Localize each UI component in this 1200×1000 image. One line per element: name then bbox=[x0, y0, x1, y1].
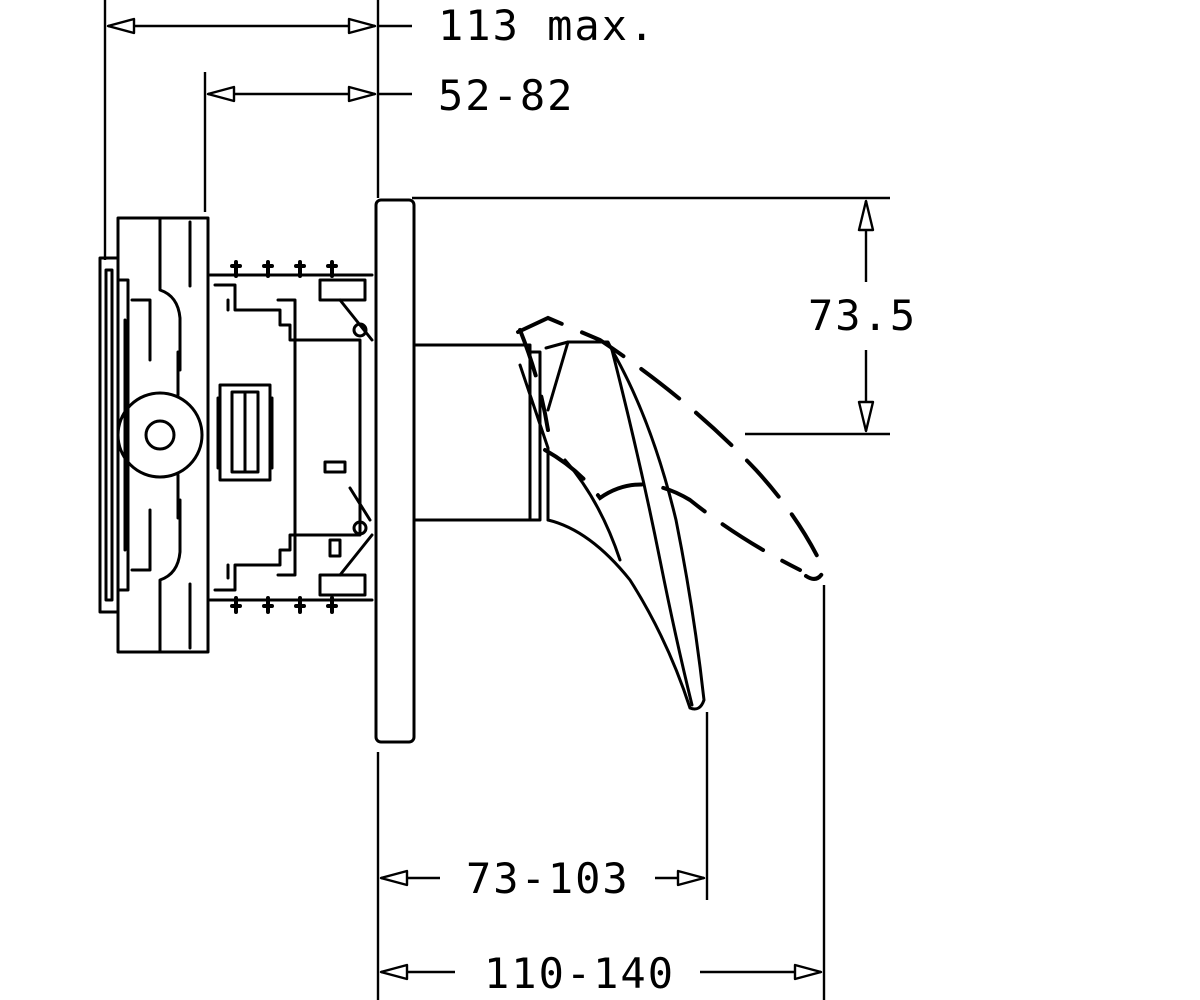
handle-hub bbox=[412, 343, 550, 522]
dimension-73-103: 73-103 bbox=[379, 854, 706, 903]
rough-in-body bbox=[98, 216, 210, 654]
cartridge-assembly bbox=[208, 260, 374, 614]
dimension-label-52-82: 52-82 bbox=[438, 71, 574, 120]
lever-handle-open-position bbox=[516, 315, 827, 581]
dimension-label-73-103: 73-103 bbox=[466, 854, 630, 903]
port-outer-ring bbox=[116, 391, 204, 479]
dimension-73-5: 73.5 bbox=[808, 199, 917, 433]
dimension-52-82: 52-82 bbox=[206, 71, 574, 120]
dimension-label-113-max: 113 max. bbox=[438, 1, 656, 50]
dimension-label-73-5: 73.5 bbox=[808, 291, 917, 340]
dimension-110-140: 110-140 bbox=[379, 949, 823, 998]
wall-plate bbox=[374, 198, 416, 744]
dimension-113-max: 113 max. bbox=[106, 1, 656, 50]
port-inner-ring bbox=[144, 419, 176, 451]
dimension-label-110-140: 110-140 bbox=[484, 949, 675, 998]
